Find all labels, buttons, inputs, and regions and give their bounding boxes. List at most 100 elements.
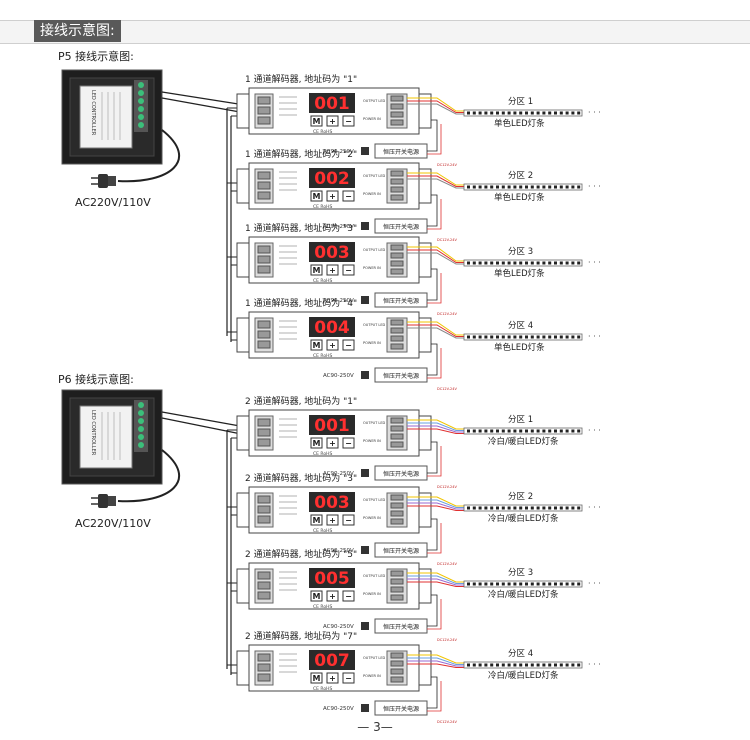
decoder-output-label: OUTPUT LED xyxy=(363,421,386,425)
wire xyxy=(407,575,464,584)
led-chip xyxy=(513,261,517,265)
decoder-button xyxy=(342,437,355,449)
panel-terminal-screw xyxy=(138,82,144,88)
p5-label: P5 接线示意图: xyxy=(58,50,134,63)
led-chip xyxy=(519,582,523,586)
led-chip xyxy=(525,185,528,189)
led-chip xyxy=(565,506,569,510)
decoder-power-label: POWER IN xyxy=(363,439,381,443)
terminal-screw xyxy=(257,330,271,339)
led-chip xyxy=(571,335,575,339)
decoder-power-label: POWER IN xyxy=(363,266,381,270)
decoder-button xyxy=(342,264,355,276)
psu-ac-input: AC90-250V xyxy=(323,298,354,304)
decoder-display xyxy=(309,492,355,512)
terminal-screw xyxy=(257,591,271,600)
led-strip-body xyxy=(463,661,583,669)
strip-continue-dots: · · · xyxy=(588,332,601,341)
wire xyxy=(407,327,464,339)
psu-label: 恒压开关电源 xyxy=(383,705,419,713)
decoder-display xyxy=(309,415,355,435)
psu-plug xyxy=(361,147,369,155)
led-chip xyxy=(484,663,488,667)
led-chip xyxy=(478,261,482,265)
led-chip xyxy=(496,111,499,115)
decoder-cert: CE RoHS xyxy=(313,204,332,210)
terminal-screw xyxy=(390,586,404,593)
decoder-display xyxy=(309,242,355,262)
wire xyxy=(407,175,464,187)
decoder-button xyxy=(310,264,323,276)
led-chip xyxy=(571,185,575,189)
psu-plug xyxy=(361,704,369,712)
led-chip xyxy=(577,429,581,433)
p6-psu-wire xyxy=(427,441,438,474)
led-chip xyxy=(530,185,534,189)
led-chip xyxy=(559,111,563,115)
decoder-button-label: M xyxy=(313,341,321,350)
led-chip xyxy=(472,663,476,667)
led-chip xyxy=(525,582,528,586)
led-chip xyxy=(513,429,517,433)
led-chip xyxy=(496,185,499,189)
decoder-display xyxy=(309,650,355,670)
led-chip xyxy=(467,335,470,339)
header-band xyxy=(0,20,750,44)
decoder-title: 2 通道解码器, 地址码为 "1" xyxy=(245,395,357,407)
decoder-end-cap xyxy=(418,242,432,278)
wire xyxy=(407,419,464,430)
led-chip xyxy=(536,261,540,265)
psu-ac-input: AC90-250V xyxy=(323,149,354,155)
strip-type-label: 单色LED灯条 xyxy=(494,118,545,129)
decoder-output-label: OUTPUT LED xyxy=(363,656,386,660)
led-strip-body xyxy=(463,183,583,191)
decoder-end-cap xyxy=(236,168,250,204)
led-chip xyxy=(542,261,546,265)
decoder-button-label: + xyxy=(329,516,336,525)
decoder-cert: CE RoHS xyxy=(313,129,332,135)
decoder-button-label: − xyxy=(345,117,352,126)
led-chip xyxy=(507,335,511,339)
led-chip xyxy=(554,429,557,433)
decoder-title: 2 通道解码器, 地址码为 "7" xyxy=(245,630,357,642)
wire xyxy=(407,178,464,189)
led-chip xyxy=(478,335,482,339)
led-chip xyxy=(507,582,511,586)
led-chip xyxy=(496,429,499,433)
led-chip xyxy=(490,582,494,586)
decoder-button xyxy=(310,514,323,526)
led-chip xyxy=(484,429,488,433)
led-chip xyxy=(571,261,575,265)
panel-terminal-screw xyxy=(138,434,144,440)
p5-psu-wire xyxy=(427,268,438,301)
psu-dc-label: DC12V-24V xyxy=(437,312,457,316)
wire xyxy=(407,657,464,665)
psu-label: 恒压开关电源 xyxy=(383,470,419,478)
strip-type-label: 单色LED灯条 xyxy=(494,268,545,279)
terminal-screw xyxy=(390,327,404,334)
wire xyxy=(407,100,464,113)
led-chip xyxy=(542,429,546,433)
panel-terminal-screw xyxy=(138,90,144,96)
led-chip xyxy=(559,185,563,189)
terminal-screw xyxy=(390,510,404,517)
led-chip xyxy=(507,111,511,115)
strip-continue-dots: · · · xyxy=(588,108,601,117)
decoder-power-label: POWER IN xyxy=(363,516,381,520)
led-chip xyxy=(478,185,482,189)
wire xyxy=(407,249,464,263)
terminal-screw xyxy=(390,425,404,432)
terminal-screw xyxy=(390,594,404,601)
terminal-screw xyxy=(257,255,271,264)
led-chip xyxy=(478,663,482,667)
terminal-screw xyxy=(390,343,404,350)
strip-continue-dots: · · · xyxy=(588,503,601,512)
terminal-screw xyxy=(257,96,271,105)
led-chip xyxy=(472,582,476,586)
led-chip xyxy=(467,663,470,667)
output-wires xyxy=(407,419,464,434)
